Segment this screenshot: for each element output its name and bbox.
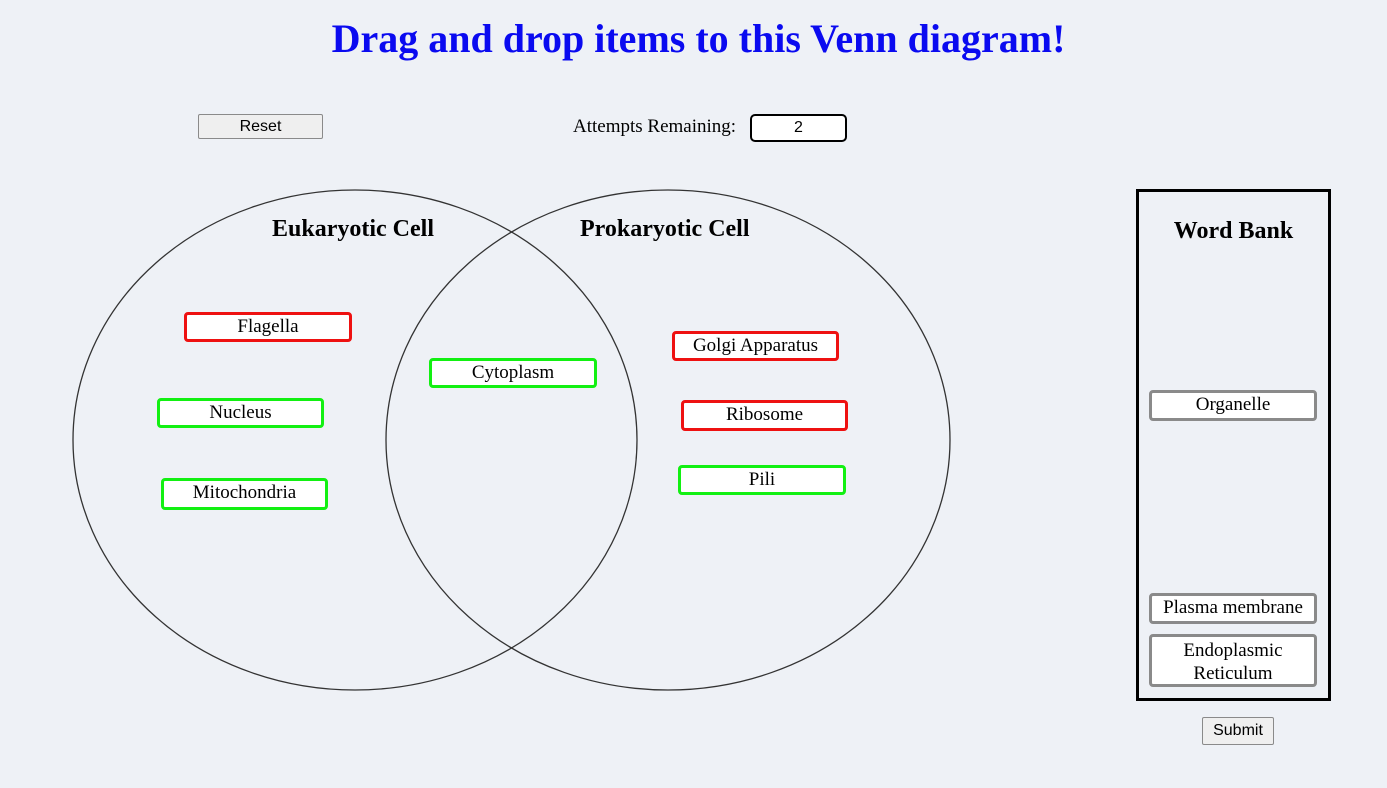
venn-circle-eukaryotic[interactable] [72,189,638,691]
submit-button[interactable]: Submit [1202,717,1274,745]
reset-button[interactable]: Reset [198,114,323,139]
word-bank[interactable] [1136,189,1331,701]
venn-item-pili[interactable]: Pili [678,465,846,495]
venn-item-mitochondria[interactable]: Mitochondria [161,478,328,510]
venn-item-nucleus[interactable]: Nucleus [157,398,324,428]
venn-item-cytoplasm[interactable]: Cytoplasm [429,358,597,388]
attempts-remaining-label: Attempts Remaining: [573,116,737,137]
venn-label-eukaryotic: Eukaryotic Cell [272,216,434,242]
attempts-remaining-value: 2 [750,114,847,142]
word-bank-item-organelle[interactable]: Organelle [1149,390,1317,421]
venn-circle-prokaryotic[interactable] [385,189,951,691]
word-bank-item-endoplasmic-reticulum[interactable]: Endoplasmic Reticulum [1149,634,1317,687]
venn-label-prokaryotic: Prokaryotic Cell [580,216,750,242]
venn-item-ribosome[interactable]: Ribosome [681,400,848,431]
word-bank-item-plasma-membrane[interactable]: Plasma membrane [1149,593,1317,624]
page-title: Drag and drop items to this Venn diagram… [331,16,1066,61]
venn-diagram [72,189,951,691]
venn-item-golgi-apparatus[interactable]: Golgi Apparatus [672,331,839,361]
word-bank-title: Word Bank [1173,218,1294,244]
venn-item-flagella[interactable]: Flagella [184,312,352,342]
